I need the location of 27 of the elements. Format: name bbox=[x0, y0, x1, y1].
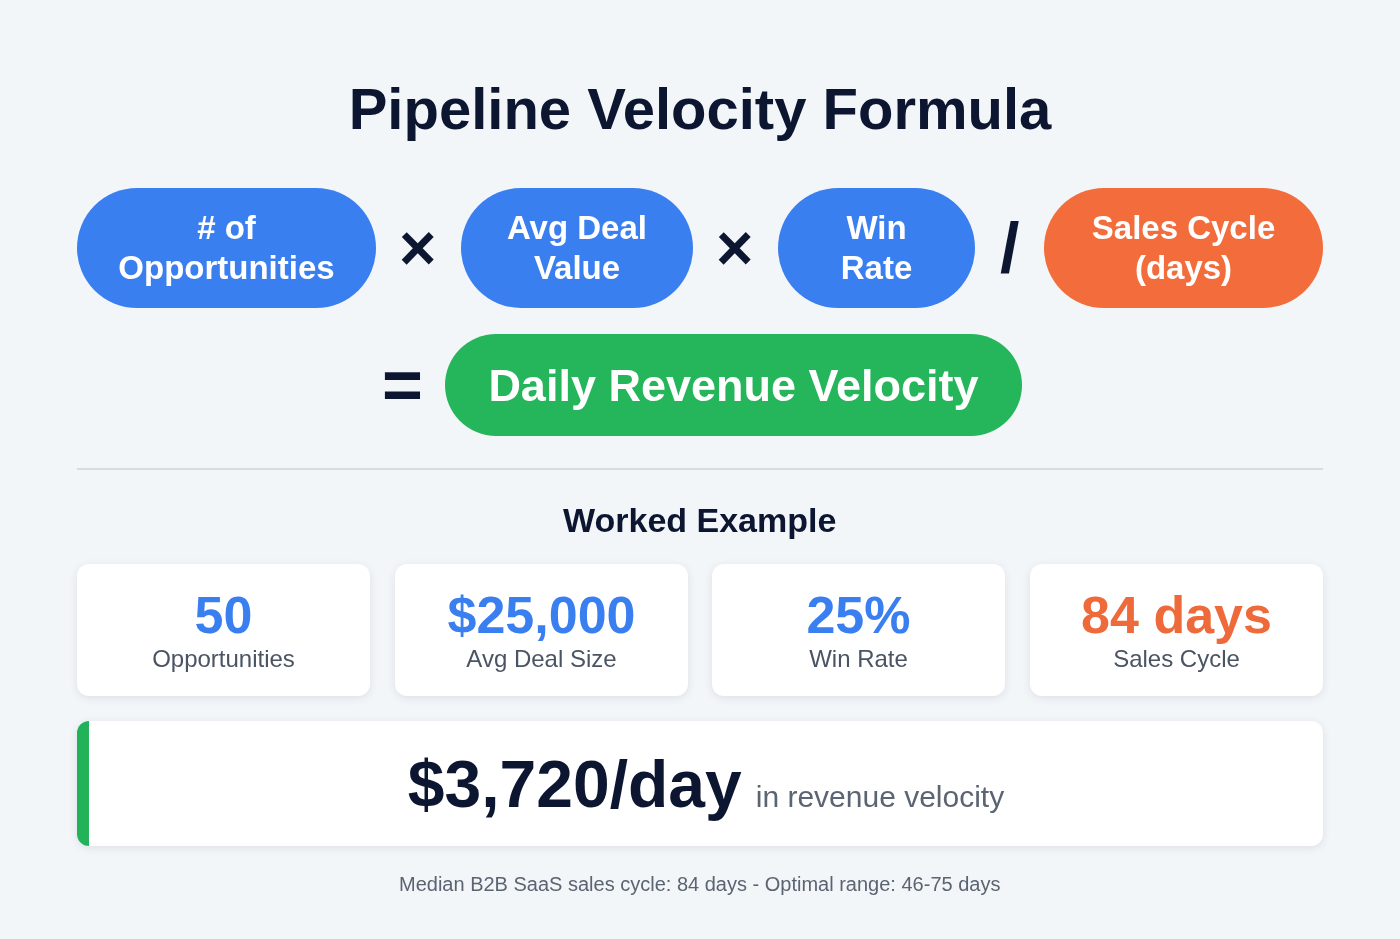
result-pill: Daily Revenue Velocity bbox=[445, 334, 1022, 436]
stat-card bbox=[77, 564, 370, 696]
footnote: Median B2B SaaS sales cycle: 84 days - Optimal range: 46-75 days bbox=[399, 873, 1001, 895]
result-card bbox=[77, 721, 1323, 846]
stat-card bbox=[712, 564, 1005, 696]
stat-card bbox=[1030, 564, 1323, 696]
stat-label: Win Rate bbox=[809, 644, 908, 674]
stat-label: Sales Cycle bbox=[1113, 644, 1240, 674]
stat-value: $25,000 bbox=[447, 586, 636, 644]
divisor-pill: Sales Cycle (days) bbox=[1044, 188, 1323, 308]
stat-card bbox=[395, 564, 688, 696]
variable-pill: Avg Deal Value bbox=[461, 188, 693, 308]
multiply-sign: × bbox=[716, 213, 754, 283]
stat-value: 84 days bbox=[1081, 586, 1272, 644]
variable-pill: Win Rate bbox=[778, 188, 975, 308]
stat-value: 25% bbox=[806, 586, 911, 644]
stat-label: Avg Deal Size bbox=[466, 644, 617, 674]
result-value: $3,720/day bbox=[407, 749, 742, 819]
stat-label: Opportunities bbox=[152, 644, 295, 674]
multiply-sign: × bbox=[399, 213, 437, 283]
section-heading: Worked Example bbox=[563, 502, 837, 539]
title: Pipeline Velocity Formula bbox=[347, 75, 1053, 143]
stat-value: 50 bbox=[194, 586, 253, 644]
equals-sign: = bbox=[382, 347, 423, 424]
variable-pill: # of Opportunities bbox=[77, 188, 376, 308]
result-caption: in revenue velocity bbox=[755, 779, 1005, 815]
divide-sign: / bbox=[1000, 210, 1020, 287]
